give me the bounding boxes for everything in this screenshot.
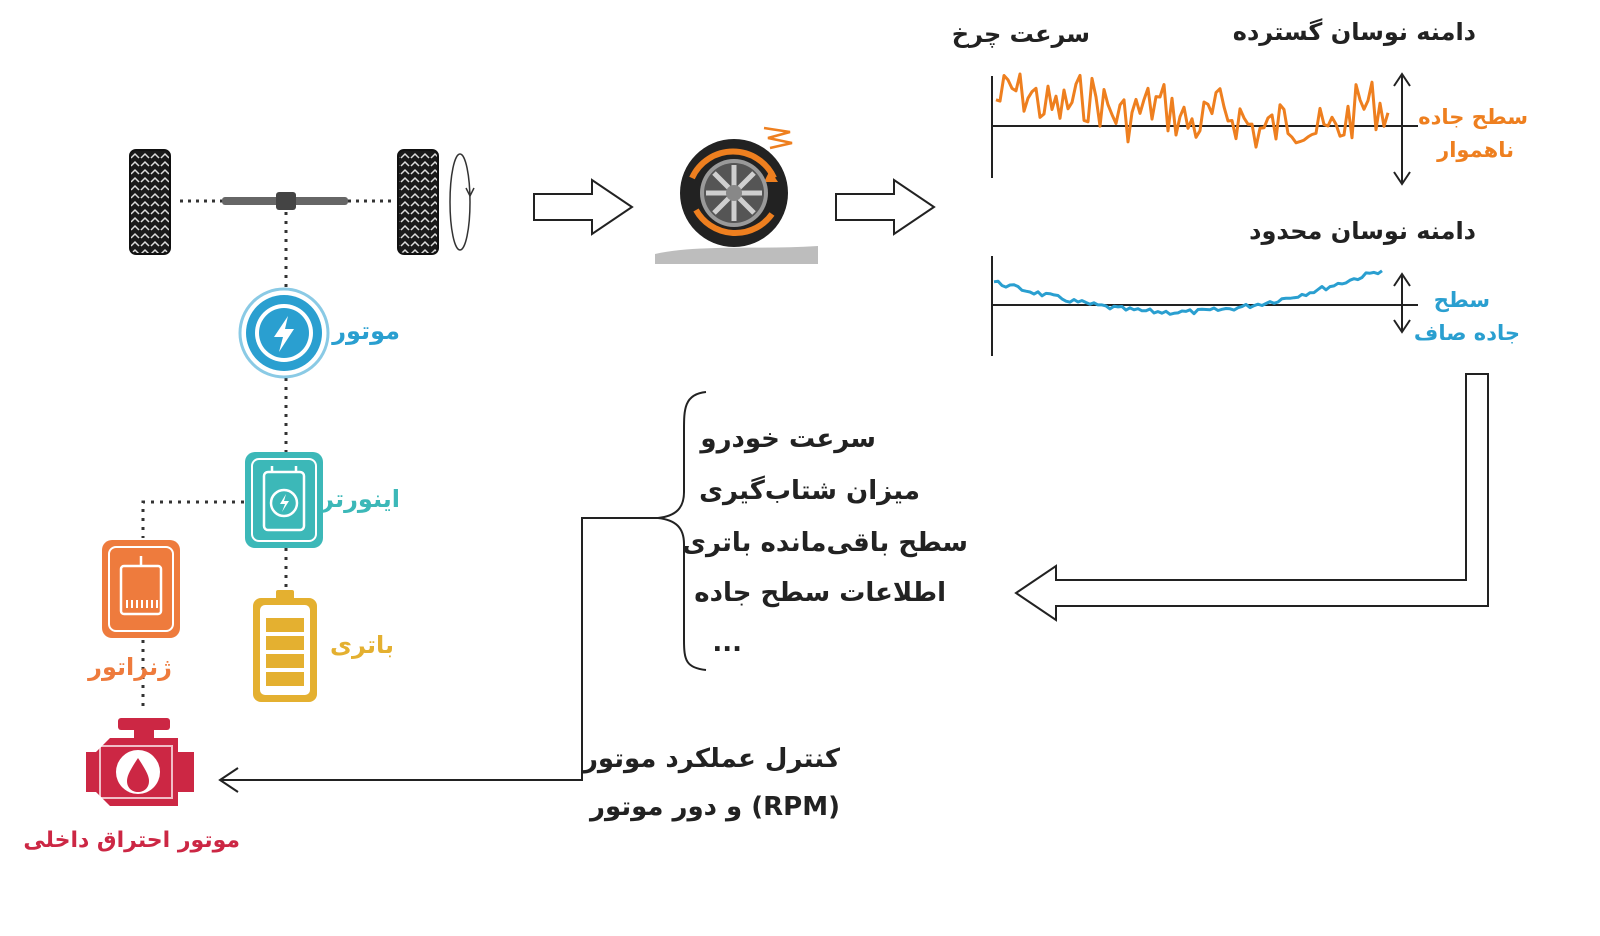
input-vehicle-speed: سرعت خودرو [700,424,876,454]
inverter-icon [245,452,323,548]
battery-icon [253,590,317,702]
engine-label: موتور احتراق داخلی [23,828,240,853]
wheel-left [129,149,171,255]
battery-label: باتری [330,631,394,659]
return-arrow-icon [1014,373,1489,622]
control-label-1: کنترل عملکرد موتور [582,744,840,774]
rough-road-label-2: ناهموار [1437,138,1514,162]
motor-label: موتور [332,317,400,345]
axle [180,192,392,210]
input-battery-level: سطح باقی‌مانده باتری [682,528,968,558]
input-acceleration: میزان شتاب‌گیری [699,476,920,506]
rough-road-label-1: سطح جاده [1418,105,1528,129]
rough-road-wave [995,72,1390,149]
control-line [222,517,658,781]
rotation-arrow-icon [449,153,471,251]
wide-amplitude-label: دامنه نوسان گسترده [1232,18,1476,46]
generator-label: ژنراتور [88,653,172,681]
tire-on-road-icon [655,126,818,264]
connectors [141,212,288,712]
graph-axes [991,76,1418,356]
arrow-right-icon [835,178,936,236]
smooth-road-label-1: سطح [1433,288,1490,312]
control-label-2: و دور موتور (RPM) [590,792,840,822]
smooth-road-wave [993,269,1383,316]
input-ellipsis: ... [712,628,742,658]
inverter-label: اینورتر [320,485,400,513]
engine-oil-drop-icon [86,718,194,806]
generator-icon [102,540,180,638]
input-road-surface: اطلاعات سطح جاده [694,578,946,608]
arrow-right-icon [533,178,634,236]
arrow-left-icon [218,767,239,793]
wheel-speed-label: سرعت چرخ [951,20,1090,48]
smooth-road-label-2: جاده صاف [1413,321,1520,345]
lightning-bolt-icon [238,287,330,379]
amplitude-arrow-icon [1393,72,1411,186]
amplitude-arrow-icon [1393,272,1411,334]
limited-amplitude-label: دامنه نوسان محدود [1249,217,1476,245]
wheel-right [397,149,439,255]
